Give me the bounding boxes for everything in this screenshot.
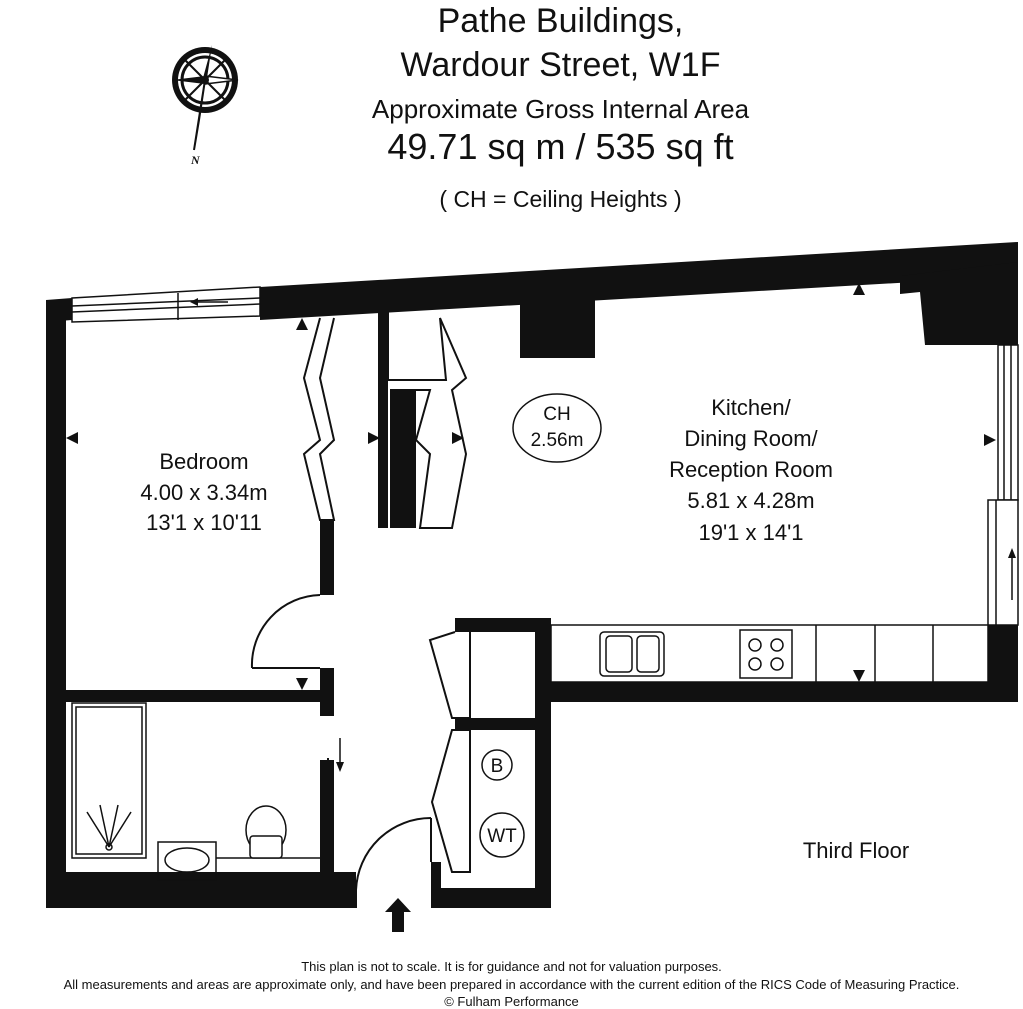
- wardrobe-doors: [302, 310, 468, 529]
- ceiling-height-value: 2.56m: [531, 430, 584, 451]
- sink-icon: [599, 631, 665, 677]
- bedroom-imperial: 13'1 x 10'11: [146, 510, 262, 535]
- ceiling-height-label: CH: [543, 404, 570, 425]
- area-value: 49.71 sq m / 535 sq ft: [387, 126, 734, 167]
- footer-disclaimer-2: All measurements and areas are approxima…: [63, 977, 960, 992]
- arrow-up-icon: [1008, 548, 1016, 558]
- boiler-label: B: [491, 756, 504, 777]
- water-tank-label: WT: [487, 826, 517, 847]
- north-label: N: [190, 153, 201, 167]
- footer-disclaimer-1: This plan is not to scale. It is for gui…: [301, 959, 722, 974]
- living-imperial: 19'1 x 14'1: [698, 520, 803, 545]
- window-top: [71, 286, 261, 323]
- arrow-left-icon: [190, 298, 198, 306]
- entrance-arrow-icon: [385, 898, 411, 932]
- bathtub-icon: [71, 702, 147, 859]
- cupboard-doors: [428, 631, 471, 873]
- bathroom-sliding-door: [325, 758, 329, 858]
- ceiling-height-note: ( CH = Ceiling Heights ): [439, 186, 682, 212]
- living-name-2: Dining Room/: [684, 426, 818, 451]
- water-tank-icon: [479, 812, 525, 858]
- footer-copyright: © Fulham Performance: [444, 994, 579, 1009]
- title-line-2: Wardour Street, W1F: [400, 46, 721, 84]
- area-label: Approximate Gross Internal Area: [371, 94, 750, 124]
- toilet-icon: [245, 805, 287, 859]
- living-name-1: Kitchen/: [711, 395, 791, 420]
- boiler-icon: [481, 749, 513, 781]
- walls: [46, 242, 1018, 908]
- floor-label: Third Floor: [803, 838, 909, 863]
- title-line-1: Pathe Buildings,: [437, 2, 684, 40]
- dimension-markers: [66, 283, 996, 690]
- ceiling-height-marker: [512, 393, 602, 463]
- living-metric: 5.81 x 4.28m: [687, 488, 814, 513]
- floor-plan: N: [46, 45, 1019, 932]
- kitchen-counter: [550, 624, 989, 683]
- arrow-down-icon: [336, 762, 344, 772]
- living-name-3: Reception Room: [669, 457, 833, 482]
- window-right: [987, 344, 1019, 626]
- door-swings: [250, 594, 432, 908]
- bedroom-metric: 4.00 x 3.34m: [140, 480, 267, 505]
- hob-icon: [739, 629, 793, 679]
- bedroom-name: Bedroom: [159, 449, 248, 474]
- compass-icon: [172, 45, 239, 151]
